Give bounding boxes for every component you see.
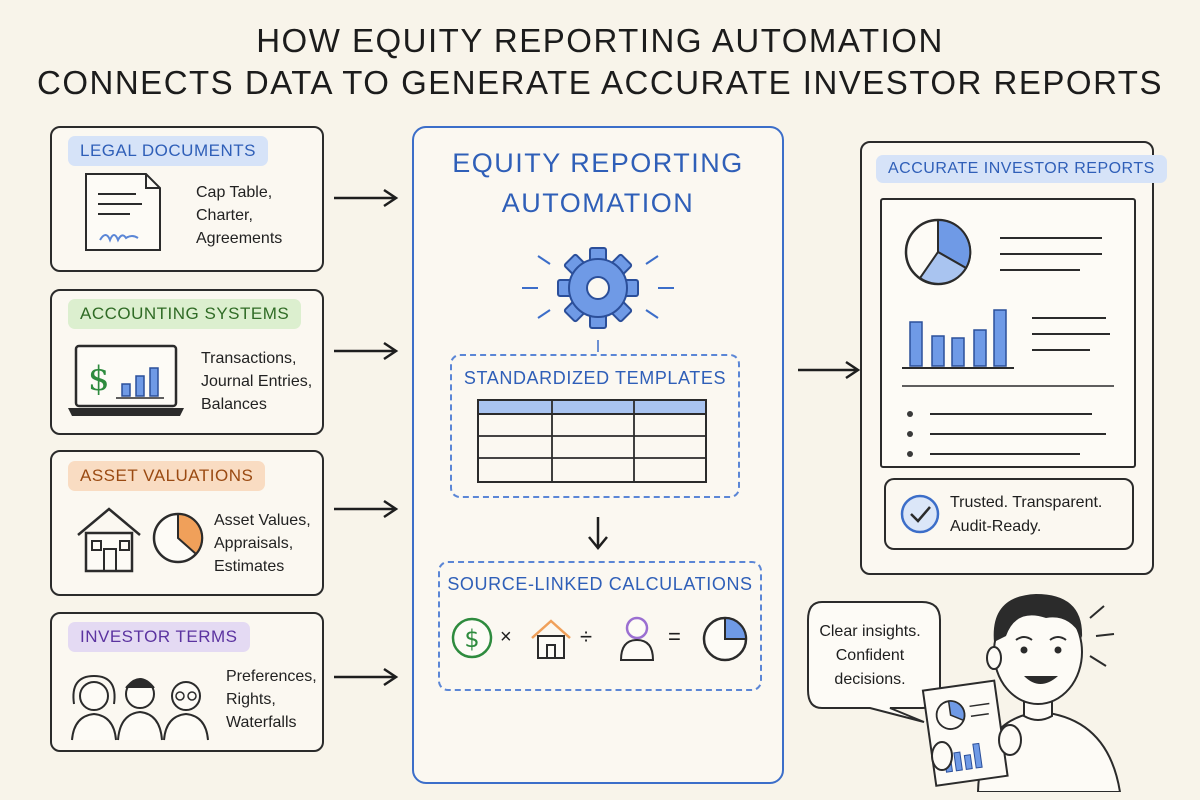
speech-line-3: decisions. — [834, 671, 906, 688]
check-circle-icon — [900, 494, 940, 534]
arrow-down-icon — [588, 517, 608, 550]
source-detail-line: Journal Entries, — [201, 373, 313, 390]
arrow-right-icon — [798, 360, 861, 380]
pie-chart-icon — [702, 616, 748, 662]
source-label-investor-terms: Investor Terms — [68, 622, 250, 652]
diagram-title-line-2: Connects Data to Generate Accurate Inves… — [37, 64, 1163, 101]
standardized-templates-box — [450, 354, 740, 498]
equals-symbol: = — [668, 624, 681, 649]
investors-icon — [71, 674, 209, 741]
happy-person-icon — [921, 594, 1122, 792]
source-detail-line: Rights, — [226, 691, 276, 708]
house-icon — [77, 507, 141, 573]
source-label-accounting-systems: Accounting Systems — [68, 299, 302, 329]
trust-line-2: Audit-Ready. — [950, 518, 1042, 535]
source-details-accounting-systems: Transactions, Journal Entries, Balances — [201, 347, 312, 416]
engine-title-line-1: Equity Reporting — [452, 148, 744, 178]
source-label-asset-valuations: Asset Valuations — [68, 461, 266, 491]
source-label-legal-documents: Legal Documents — [68, 136, 268, 166]
automation-engine-panel — [412, 126, 784, 784]
speech-line-2: Confident — [835, 647, 905, 664]
source-linked-calculations-box — [438, 561, 762, 691]
pie-chart-icon — [152, 512, 204, 564]
source-details-asset-valuations: Asset Values, Appraisals, Estimates — [214, 509, 311, 578]
svg-text:$: $ — [464, 625, 479, 653]
speech-bubble — [807, 601, 941, 723]
report-contents-icon — [902, 218, 1114, 457]
source-detail-line: Appraisals, — [214, 535, 294, 552]
dollar-coin-icon: $ — [451, 617, 493, 659]
house-icon — [531, 619, 571, 659]
source-detail-line: Preferences, — [226, 668, 317, 685]
person-icon — [619, 616, 655, 661]
divide-symbol: ÷ — [580, 624, 593, 649]
source-details-investor-terms: Preferences, Rights, Waterfalls — [226, 665, 317, 734]
arrow-right-icon — [334, 188, 399, 208]
document-icon — [85, 173, 161, 251]
source-detail-line: Estimates — [214, 558, 285, 575]
source-detail-line: Cap Table, — [196, 184, 273, 201]
source-detail-line: Balances — [201, 396, 267, 413]
source-details-legal-documents: Cap Table, Charter, Agreements — [196, 181, 282, 250]
investor-reports-label: Accurate Investor Reports — [876, 155, 1167, 183]
standardized-templates-label: Standardized Templates — [463, 368, 727, 388]
speech-line-1: Clear insights. — [819, 623, 921, 640]
source-detail-line: Asset Values, — [214, 512, 311, 529]
source-linked-calculations-label: Source-Linked Calculations — [447, 574, 753, 594]
laptop-chart-icon: $ — [68, 344, 184, 416]
speech-bubble-text: Clear insights. Confident decisions. — [818, 620, 922, 692]
svg-text:$: $ — [88, 359, 110, 399]
trust-line-1: Trusted. Transparent. — [950, 494, 1103, 511]
trust-message: Trusted. Transparent. Audit-Ready. — [950, 491, 1102, 539]
multiply-symbol: × — [500, 626, 512, 648]
template-table-icon — [477, 399, 707, 483]
source-detail-line: Transactions, — [201, 350, 297, 367]
engine-title-line-2: Automation — [501, 188, 695, 218]
source-detail-line: Waterfalls — [226, 714, 297, 731]
arrow-right-icon — [334, 667, 399, 687]
arrow-right-icon — [334, 499, 399, 519]
diagram-title-line-1: How Equity Reporting Automation — [256, 22, 944, 59]
arrow-right-icon — [334, 341, 399, 361]
gear-icon — [522, 247, 674, 352]
source-detail-line: Charter, — [196, 207, 253, 224]
source-detail-line: Agreements — [196, 230, 283, 247]
